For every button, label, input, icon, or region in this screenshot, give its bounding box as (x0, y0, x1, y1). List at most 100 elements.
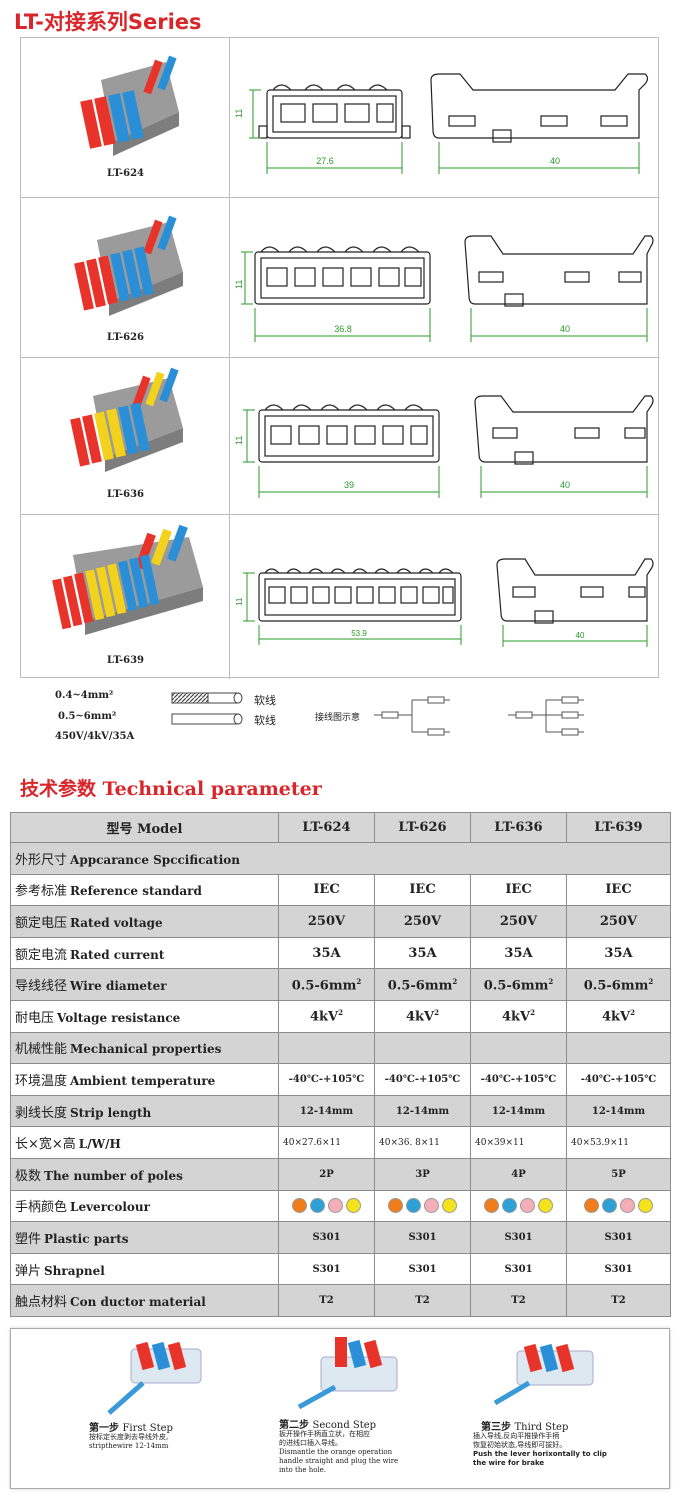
row-label-cn: 导线线径 (15, 979, 68, 995)
table-cell: 4P (470, 1157, 567, 1191)
table-cell: 35A (470, 936, 567, 970)
step-desc: 插入导线,反向平推操作手柄 (473, 1432, 560, 1440)
row-label-en: Appcarance Spccification (70, 852, 240, 867)
table-cell: IEC (470, 873, 567, 907)
table-cell: 40×53.9×11 (566, 1126, 671, 1159)
lever-color-dot (310, 1198, 325, 1214)
dim-depth: 40 (550, 156, 560, 166)
lever-color-swatches (475, 1198, 562, 1214)
table-cell: S301 (470, 1252, 567, 1286)
table-cell: S301 (278, 1221, 375, 1254)
lever (157, 215, 177, 251)
lever-color-dot (602, 1198, 617, 1214)
table-cell (278, 1031, 375, 1065)
header-model-col: LT-639 (566, 812, 671, 843)
connector-photo (70, 367, 183, 472)
model-label: LT-636 (106, 489, 145, 500)
step-title-en: First Step (122, 1423, 173, 1434)
lever (135, 532, 156, 570)
lever-color-dot (584, 1198, 599, 1214)
wire-range-2: 0.5~6mm² (58, 711, 117, 722)
connector-photo (80, 55, 179, 156)
lever-color-dot (406, 1198, 421, 1214)
row-label-cn: 额定电流 (15, 947, 68, 963)
row-label-en: Plastic parts (44, 1231, 129, 1246)
table-cell: 250V (374, 905, 471, 938)
table-cell: S301 (278, 1252, 375, 1286)
lever-color-dot (638, 1198, 653, 1214)
table-cell: 35A (374, 936, 471, 970)
product-image-cell: LT-626 (21, 198, 230, 357)
table-cell: 0.5-6mm2 (566, 968, 671, 1001)
wire-icon (171, 692, 243, 725)
table-cell (470, 1189, 567, 1223)
step-title-cn: 第二步 (279, 1420, 309, 1431)
step-title-en: Second Step (312, 1420, 377, 1431)
row-label-cn: 参考标准 (15, 884, 68, 900)
row-label-en: Reference standard (70, 884, 202, 899)
tech-title: 技术参数 Technical parameter (20, 778, 322, 800)
lever-color-dot (346, 1198, 361, 1214)
lever-color-dot (620, 1198, 635, 1214)
tech-table: 型号 Model LT-624 LT-626 LT-636 LT-639 外形尺… (10, 812, 671, 1317)
series-title: LT-对接系列Series (14, 10, 202, 34)
row-label-en: Voltage resistance (57, 1010, 181, 1025)
soft-wire-label-1: 软线 (254, 694, 276, 707)
table-cell: 3P (374, 1157, 471, 1191)
connector-photo (52, 524, 203, 635)
step-desc: 恢复初始状态,导线即可拔好。 (473, 1441, 567, 1449)
lever-color-swatches (379, 1198, 466, 1214)
table-cell: 12-14mm (470, 1094, 567, 1128)
step-desc: Dismantle the orange operation (279, 1448, 393, 1456)
table-cell: 4kV2 (374, 999, 471, 1033)
step-second: 第二步 Second Step 扳开操作手柄直立状，在相应 的进线口插入导线。 … (271, 1329, 471, 1488)
dim-width: 39 (344, 480, 354, 490)
lever-color-dot (484, 1198, 499, 1214)
product-image-cell: LT-636 (21, 358, 230, 514)
step-desc: 的进线口插入导线。 (279, 1439, 342, 1447)
header-model-cell: 型号 Model (10, 812, 279, 843)
step-desc: handle straight and plug the wire (279, 1457, 399, 1465)
step-illustration (107, 1341, 202, 1415)
lever-color-swatches (571, 1198, 666, 1214)
row-label-cn: 耐电压 (15, 1010, 55, 1026)
table-cell: 4kV2 (470, 999, 567, 1033)
step-desc: stripthewire 12-14mm (89, 1442, 169, 1450)
dim-height: 11 (235, 109, 244, 118)
lever (157, 55, 177, 91)
step-first: 第一步 First Step 按标定长度剥去导线外皮, stripthewire… (71, 1329, 271, 1488)
table-header-row: 型号 Model LT-624 LT-626 LT-636 LT-639 (10, 812, 671, 843)
row-label-en: L/W/H (78, 1137, 121, 1152)
lever (145, 371, 165, 407)
table-cell: 2P (278, 1157, 375, 1191)
table-cell: 250V (566, 905, 671, 938)
lever (167, 524, 188, 562)
lever-color-dot (502, 1198, 517, 1214)
header-model-col: LT-636 (470, 812, 567, 843)
lever-color-dot (442, 1198, 457, 1214)
step-desc: 按标定长度剥去导线外皮, (89, 1433, 169, 1441)
row-label-cn: 环境温度 (15, 1073, 68, 1089)
table-cell: T2 (470, 1284, 567, 1317)
table-cell: 0.5-6mm2 (470, 968, 567, 1001)
step-illustration (297, 1337, 398, 1410)
row-label-cn: 机械性能 (15, 1042, 68, 1058)
cell-value: 0.5-6mm (387, 977, 453, 993)
table-cell: T2 (566, 1284, 671, 1317)
lever (131, 375, 151, 411)
step-desc: 扳开操作手柄直立状，在相应 (279, 1430, 370, 1438)
step-title-en: Third Step (514, 1422, 569, 1433)
cell-value: 0.5-6mm (483, 977, 549, 993)
table-cell: 40×27.6×11 (278, 1126, 375, 1159)
lever-color-dot (520, 1198, 535, 1214)
